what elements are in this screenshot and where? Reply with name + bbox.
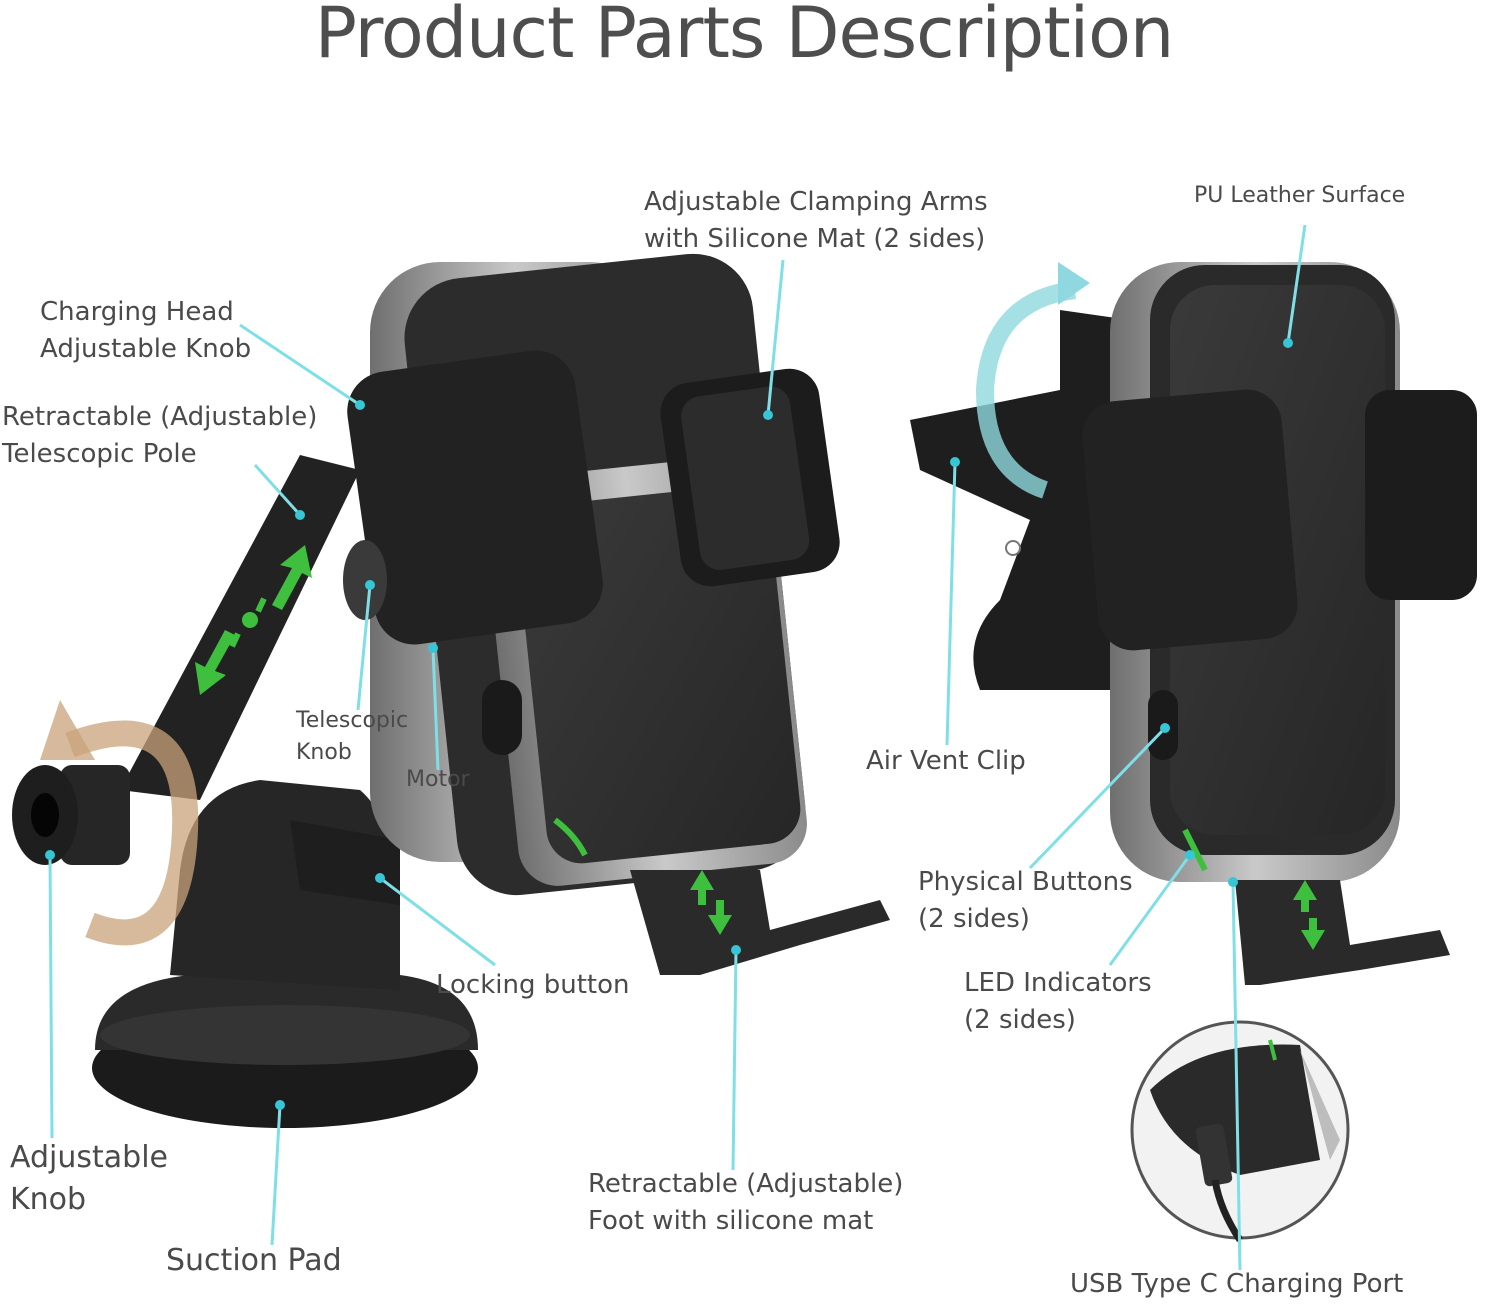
label-motor: Motor (406, 767, 470, 792)
dashboard-mount (12, 253, 890, 1128)
left-clamp-arm (347, 350, 603, 645)
vent-clip-shape (910, 310, 1130, 690)
label-clamping-arms: Adjustable Clamping Arms with Silicone M… (644, 187, 988, 254)
label-foot: Retractable (Adjustable) Foot with silic… (588, 1169, 904, 1236)
label-adjustable-knob: Adjustable Knob (10, 1140, 168, 1217)
label-suction-pad: Suction Pad (166, 1243, 342, 1278)
label-telescopic-pole: Retractable (Adjustable) Telescopic Pole (2, 402, 318, 469)
telescopic-pole-shape (120, 455, 360, 800)
adjustable-knob-shape (12, 765, 130, 865)
label-pu-leather: PU Leather Surface (1194, 183, 1406, 208)
rotate-arrow-tan (65, 720, 199, 946)
leader-lines (45, 224, 1307, 1271)
label-charging-head-knob: Charging Head Adjustable Knob (40, 297, 252, 364)
left-clamp-arm-right (1082, 389, 1298, 651)
rotate-arrow-teal (975, 281, 1077, 499)
label-air-vent-clip: Air Vent Clip (866, 746, 1026, 776)
right-clamp-arm-right (1365, 390, 1477, 600)
foot-shape (630, 870, 890, 975)
label-usb-port: USB Type C Charging Port (1070, 1269, 1404, 1299)
label-locking-button: Locking button (436, 970, 630, 1000)
page-title: Product Parts Description (314, 0, 1175, 74)
label-telescopic-knob: Telescopic Knob (296, 708, 409, 765)
label-physical-buttons: Physical Buttons (2 sides) (918, 867, 1133, 934)
label-led-indicators: LED Indicators (2 sides) (964, 968, 1152, 1035)
pole-arrows (195, 545, 312, 695)
vent-mount (910, 262, 1477, 1242)
